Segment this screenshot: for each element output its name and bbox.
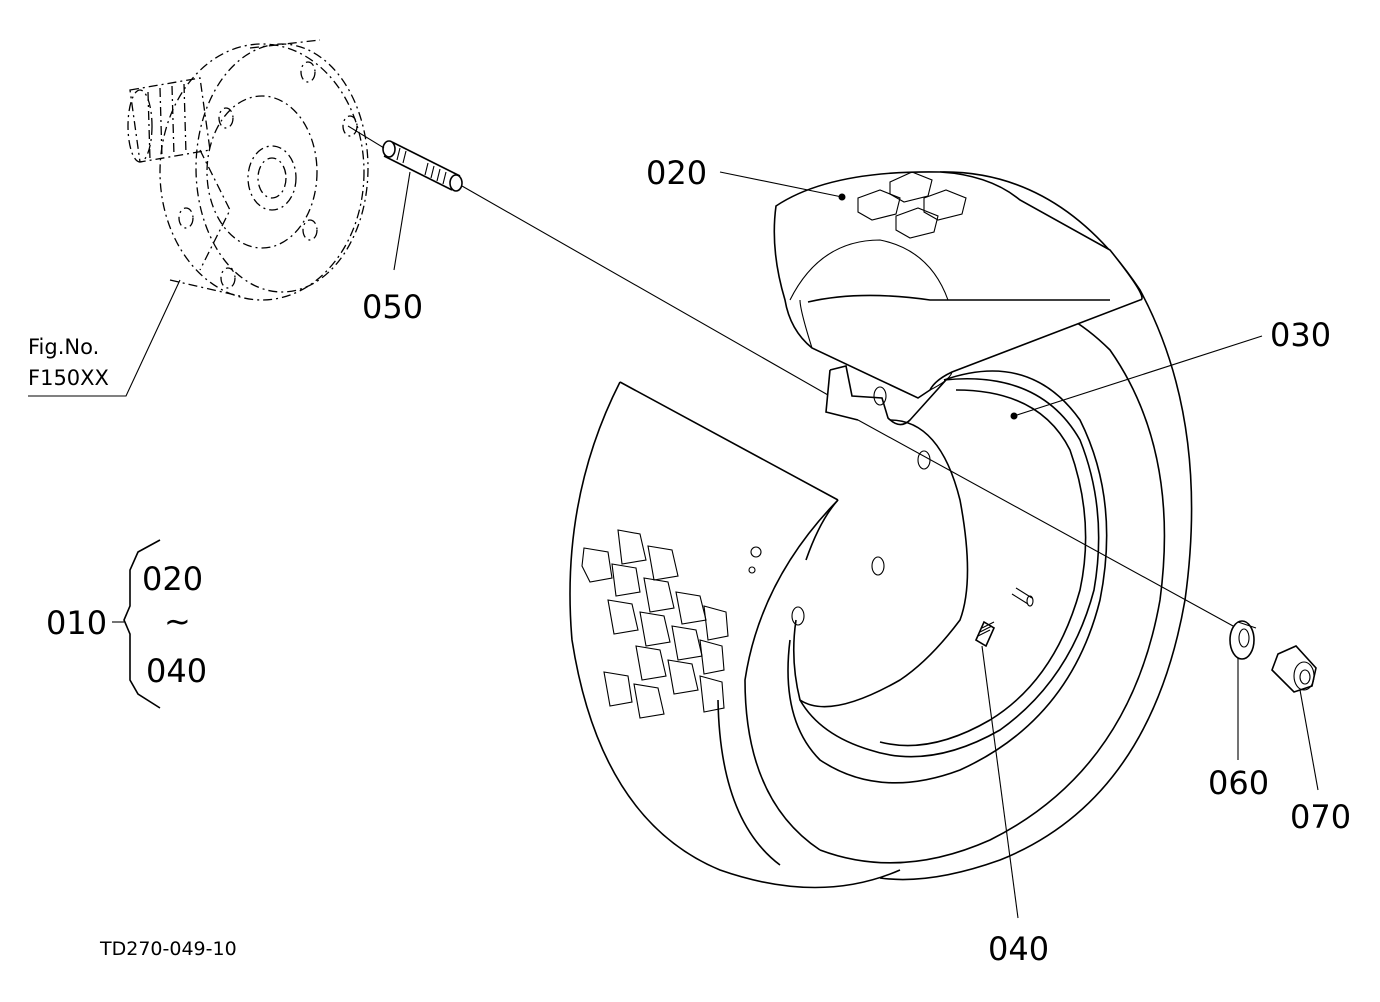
tire-section-icon [773,171,1143,399]
callout-050: 050 [362,288,423,326]
callout-070: 070 [1290,798,1351,836]
stud-axis-line-back [347,125,385,149]
stud-bolt-icon [382,140,463,192]
callout-040: 040 [988,930,1049,968]
drawing-code: TD270-049-10 [99,938,237,960]
callout-020: 020 [646,154,707,192]
assembly-bracket-icon [112,539,161,709]
leader-050 [393,171,411,271]
washer-icon [1229,620,1257,660]
callout-060: 060 [1208,764,1269,802]
leader-040 [981,645,1019,919]
hub-flange-icon [127,39,369,301]
leader-020 [719,171,843,198]
fig-ref-line2: F150XX [28,366,109,390]
leader-070 [1299,689,1319,791]
callout-030: 030 [1270,316,1331,354]
assembly-range-sep: ~ [164,602,191,640]
assembly-range-to: 040 [146,652,207,690]
fig-ref-line1: Fig.No. [28,335,99,359]
stud-axis-line [461,185,1245,633]
assembly-range-from: 020 [142,560,203,598]
fig-ref-leader [28,279,181,397]
valve-icon [974,587,1034,648]
assembly-number: 010 [46,604,107,642]
wheel-rim-icon [791,365,1100,758]
nut-icon [1271,645,1317,693]
leader-030 [1013,335,1263,417]
